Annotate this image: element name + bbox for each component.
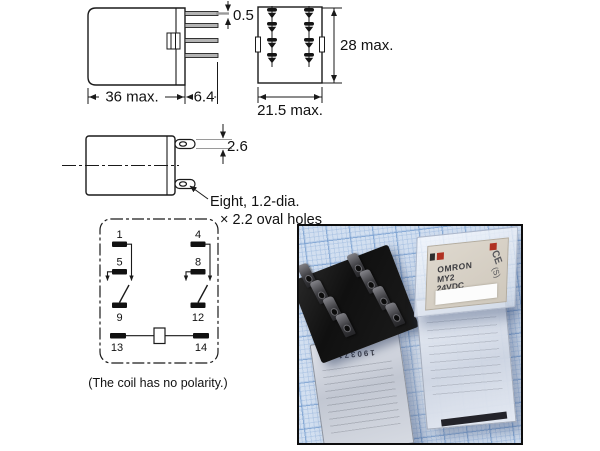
pin-number-9: 9 [116, 312, 122, 324]
pin-number-14: 14 [195, 342, 207, 354]
latch-detail [166, 32, 181, 50]
schematic-caption: (The coil has no polarity.) [88, 376, 227, 390]
indicator-window [436, 252, 444, 261]
terminal-13 [110, 333, 126, 339]
pin-hole-grid [266, 5, 315, 68]
dim-label-case-height: 28 max. [340, 37, 393, 54]
relay-pin [384, 301, 406, 328]
case-outline [257, 6, 323, 84]
pin-number-1: 1 [116, 229, 122, 241]
contact-nc-left [127, 243, 134, 281]
contact-no-left [105, 271, 112, 281]
pole-right: 4 8 12 [183, 229, 213, 324]
dim-case-height [322, 7, 342, 84]
contact-no-right [183, 271, 191, 281]
dim-label-pin-length: 6.4 [194, 89, 215, 106]
pin-number-5: 5 [116, 257, 122, 269]
bottom-view-drawing: 28 max. 21.5 max. [255, 5, 393, 119]
ce-mark: CE [488, 248, 504, 267]
relay-pins-side [184, 11, 219, 58]
dim-label-case-width: 21.5 max. [257, 102, 323, 119]
relay-photo: 190371 [297, 224, 523, 445]
dim-label-body-width: 36 max. [105, 89, 158, 106]
movable-contact-right [197, 284, 209, 303]
coil-circuit: 13 14 [110, 327, 209, 354]
dim-pin-thickness [216, 1, 231, 29]
dim-text-mask [193, 89, 215, 105]
relay-body-top-outline [85, 135, 176, 196]
pole-left: 1 5 9 [105, 229, 134, 324]
s-mark: (S) [490, 265, 503, 280]
omron-logo: OMRON [437, 259, 473, 275]
terminal-4 [190, 241, 206, 247]
terminal-14 [193, 333, 209, 339]
pin-number-13: 13 [111, 342, 123, 354]
terminal-5 [112, 269, 127, 275]
terminal-12 [190, 302, 206, 308]
case-boundary-chainline [99, 218, 219, 364]
relay-side-print [322, 360, 401, 434]
dim-terminal-width [196, 124, 232, 164]
dim-case-width [257, 87, 323, 103]
dim-label-pin-thickness: 0.5 [233, 7, 254, 24]
pin-number-8: 8 [195, 257, 201, 269]
oval-terminal-tabs [174, 138, 196, 190]
side-view-drawing: 0.5 36 max. 6.4 [87, 1, 254, 106]
pin-number-12: 12 [192, 312, 204, 324]
hole-note-leader [189, 185, 209, 200]
contact-nc-right [205, 243, 213, 281]
terminal-9 [112, 302, 127, 308]
movable-contact-left [118, 284, 130, 303]
hole-note-line1: Eight, 1.2-dia. [210, 194, 299, 210]
top-view-drawing: 2.6 Eight, 1.2-dia. × 2.2 oval holes [62, 124, 322, 228]
dim-text-mask [99, 89, 165, 105]
terminal-8 [190, 269, 206, 275]
pin-number-4: 4 [195, 229, 201, 241]
terminal-arrangement-schematic: 1 5 9 4 8 12 [88, 218, 228, 390]
dim-label-terminal-width: 2.6 [227, 138, 248, 155]
side-notches [255, 36, 325, 53]
label-mark [429, 253, 436, 261]
hole-note-line2: × 2.2 oval holes [220, 212, 322, 228]
coil-symbol [153, 327, 166, 345]
clear-relay-label: OMRON MY2 24VDC CE (S) [425, 237, 509, 311]
terminal-1 [112, 241, 127, 247]
clear-relay-print [425, 308, 504, 401]
relay-pin [334, 312, 356, 338]
